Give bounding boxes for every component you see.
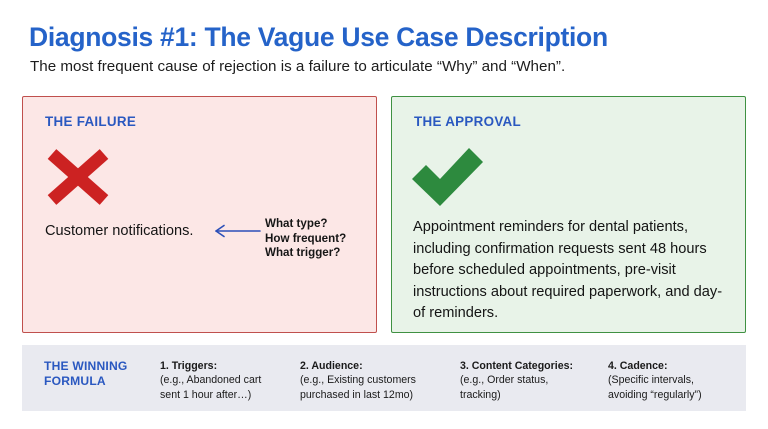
formula-column-body: (e.g., Existing customers purchased in l… — [300, 373, 460, 402]
failure-panel-label: THE FAILURE — [45, 114, 137, 129]
formula-column-audience: 2. Audience: (e.g., Existing customers p… — [300, 359, 460, 402]
formula-column-body: (e.g., Abandoned cart sent 1 hour after…… — [160, 373, 300, 402]
formula-column-body-line: (e.g., Existing customers — [300, 374, 416, 387]
formula-column-content-categories: 3. Content Categories: (e.g., Order stat… — [460, 359, 608, 402]
approval-body-text: Appointment reminders for dental patient… — [413, 219, 723, 321]
formula-column-triggers: 1. Triggers: (e.g., Abandoned cart sent … — [160, 359, 300, 402]
callout-question-1: What type? — [265, 217, 328, 230]
formula-column-cadence: 4. Cadence: (Specific intervals, avoidin… — [608, 359, 748, 402]
formula-column-heading: 2. Audience: — [300, 360, 363, 372]
green-check-mark-icon — [409, 145, 485, 207]
winning-formula-title-line1: THE WINNING — [44, 359, 128, 373]
winning-formula-bar: THE WINNING FORMULA 1. Triggers: (e.g., … — [22, 345, 746, 411]
formula-column-body-line: sent 1 hour after…) — [160, 388, 252, 401]
winning-formula-title-line2: FORMULA — [44, 374, 106, 388]
formula-column-body-line: (Specific intervals, — [608, 374, 694, 387]
formula-column-body-line: avoiding “regularly”) — [608, 388, 702, 401]
formula-column-heading: 3. Content Categories: — [460, 360, 574, 372]
approval-panel: THE APPROVAL Appointment reminders for d… — [391, 96, 746, 333]
failure-body-text: Customer notifications. — [45, 223, 194, 239]
formula-column-body: (e.g., Order status, tracking) — [460, 373, 608, 402]
left-arrow-icon — [213, 224, 261, 238]
callout-question-2: How frequent? — [265, 231, 347, 245]
formula-column-body-line: tracking) — [460, 388, 501, 401]
formula-column-heading: 4. Cadence: — [608, 360, 668, 372]
page-title: Diagnosis #1: The Vague Use Case Descrip… — [29, 22, 608, 52]
failure-panel: THE FAILURE Customer notifications. What… — [22, 96, 377, 333]
formula-column-body-line: (e.g., Order status, — [460, 374, 549, 387]
formula-column-body-line: purchased in last 12mo) — [300, 388, 414, 401]
callout-question-3: What trigger? — [265, 246, 341, 260]
formula-column-body: (Specific intervals, avoiding “regularly… — [608, 373, 748, 402]
callout-questions: What type? How frequent? What trigger? — [265, 217, 346, 261]
winning-formula-title: THE WINNING FORMULA — [44, 359, 164, 389]
formula-column-body-line: (e.g., Abandoned cart — [160, 374, 262, 387]
red-x-mark-icon — [43, 147, 113, 207]
page-subtitle: The most frequent cause of rejection is … — [30, 58, 566, 75]
formula-column-heading: 1. Triggers: — [160, 360, 218, 372]
approval-panel-label: THE APPROVAL — [414, 114, 522, 129]
